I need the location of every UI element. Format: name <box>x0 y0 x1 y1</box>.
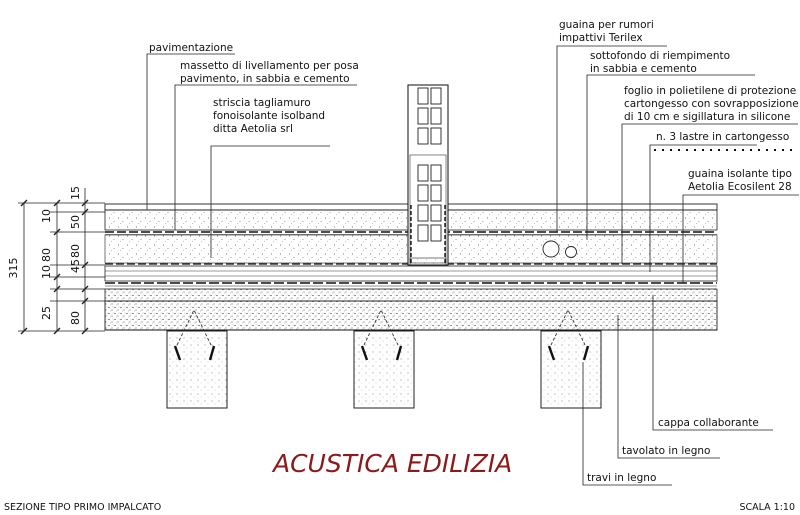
beam <box>166 330 228 409</box>
label-striscia-2: fonoisolante isolband <box>213 110 325 122</box>
dim-total: 315 <box>7 258 20 279</box>
dim-right-3: 45 <box>69 259 82 273</box>
dim-left-2: 80 <box>40 248 53 262</box>
label-cappa: cappa collaborante <box>658 417 759 429</box>
dimension-labels: 315 10 80 10 25 15 50 45 80 80 <box>7 186 82 325</box>
label-guaina-rumori-2: impattivi Terilex <box>559 32 643 44</box>
label-sottofondo-2: in sabbia e cemento <box>590 63 697 75</box>
label-massetto-2: pavimento, in sabbia e cemento <box>180 73 350 85</box>
conduit-circle <box>565 246 577 258</box>
beam <box>540 330 602 409</box>
label-sottofondo-1: sottofondo di riempimento <box>590 50 730 62</box>
label-striscia-3: ditta Aetolia srl <box>213 123 293 135</box>
label-pavimentazione: pavimentazione <box>149 42 233 54</box>
footer-right: SCALA 1:10 <box>739 502 795 513</box>
footer-left: SEZIONE TIPO PRIMO IMPALCATO <box>4 502 161 513</box>
label-foglio-3: di 10 cm e sigillatura in silicone <box>624 111 790 123</box>
wooden-beams <box>166 308 602 409</box>
label-striscia-1: striscia tagliamuro <box>213 97 311 109</box>
cartongesso-layer <box>104 265 718 282</box>
label-tavolato: tavolato in legno <box>622 445 710 457</box>
dim-left-4: 25 <box>40 306 53 320</box>
conduit-circle <box>542 240 560 258</box>
partition-wall <box>407 84 449 266</box>
label-guaina-rumori-1: guaina per rumori <box>559 19 654 31</box>
dim-left-1: 10 <box>40 209 53 223</box>
dim-right-1: 15 <box>69 186 82 200</box>
dimension-lines <box>18 188 105 335</box>
tavolato-layer <box>104 300 718 331</box>
label-guaina-isolante-2: Aetolia Ecosilent 28 <box>688 181 792 193</box>
annotations: pavimentazione massetto di livellamento … <box>149 19 799 484</box>
watermark-title: ACUSTICA EDILIZIA <box>271 449 512 478</box>
dim-right-4: 80 <box>69 244 82 258</box>
label-massetto-1: massetto di livellamento per posa <box>180 60 359 72</box>
beam <box>353 330 415 409</box>
dim-left-3: 10 <box>40 265 53 279</box>
leader-lines <box>146 45 799 486</box>
label-foglio-1: foglio in polietilene di protezione <box>624 85 796 97</box>
label-foglio-2: cartongesso con sovrapposizione <box>624 98 799 110</box>
cappa-layer <box>104 288 718 302</box>
label-lastre: n. 3 lastre in cartongesso <box>656 131 789 143</box>
label-travi: travi in legno <box>587 472 656 484</box>
dim-right-5: 80 <box>69 311 82 325</box>
label-guaina-isolante-1: guaina isolante tipo <box>688 168 792 180</box>
dim-right-2: 50 <box>69 215 82 229</box>
